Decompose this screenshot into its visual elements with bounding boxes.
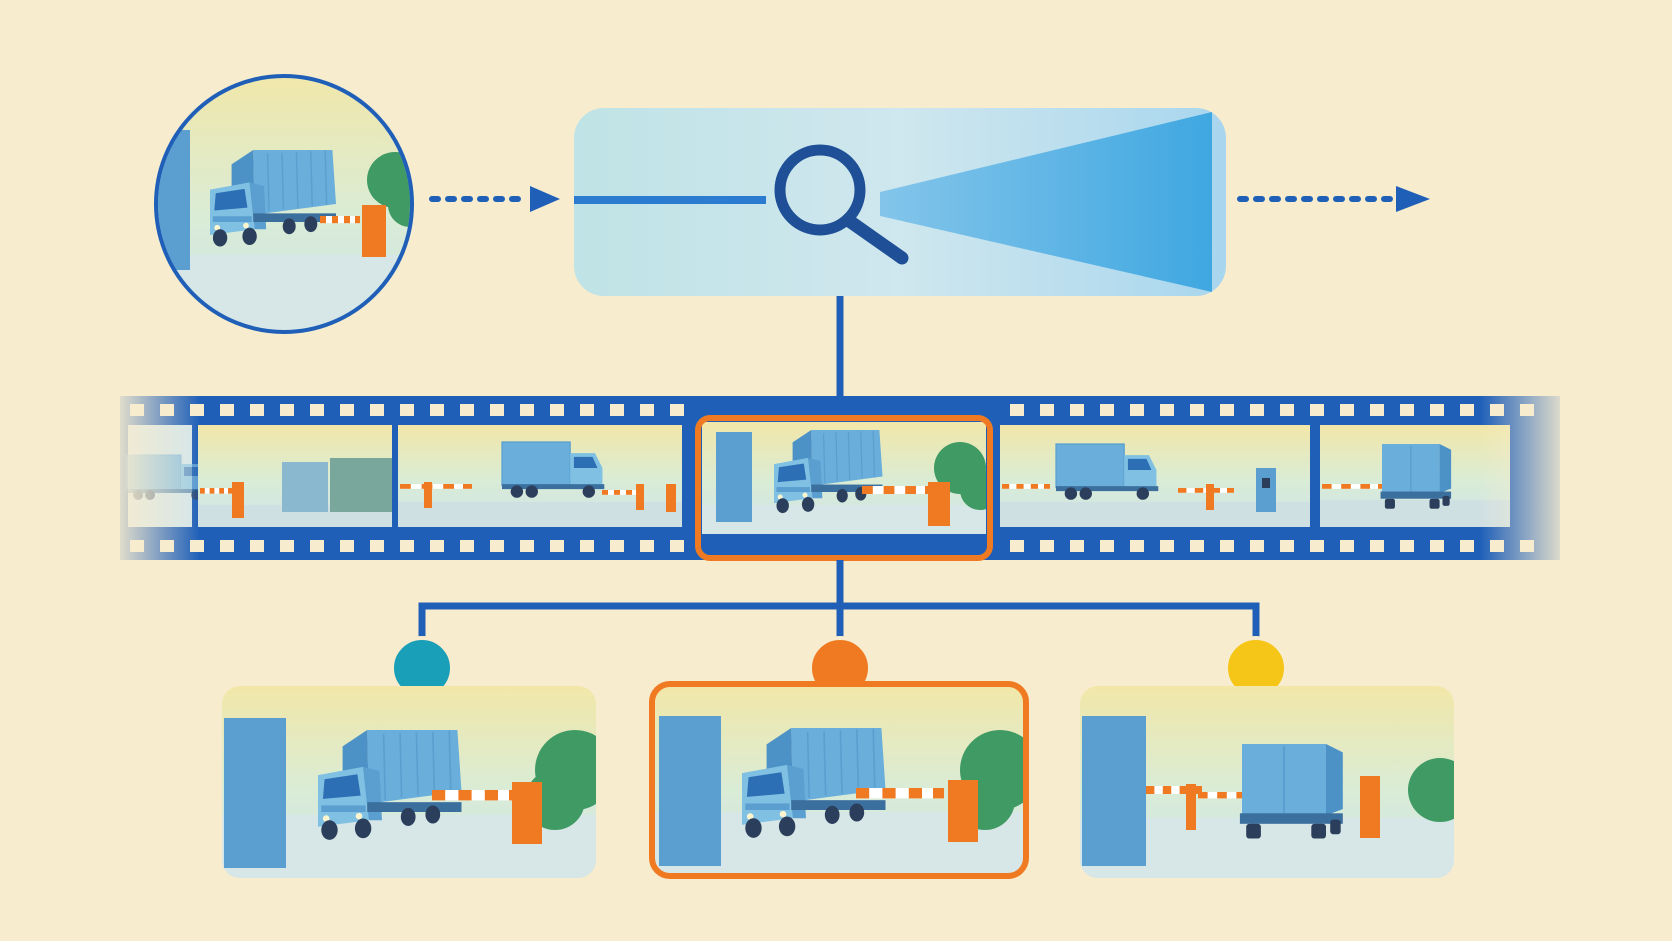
magnifier-icon (774, 144, 909, 265)
film-frame-4 (1000, 425, 1310, 527)
search-module (574, 108, 1226, 296)
film-frame-5 (1320, 425, 1510, 527)
film-frame-2 (398, 425, 682, 527)
film-frame-3-selected (695, 415, 993, 561)
result-card-1 (222, 636, 596, 878)
results-connector (418, 560, 1260, 646)
search-output-arrow (1237, 186, 1430, 212)
film-strip (110, 390, 1572, 566)
result-card-2-selected (649, 636, 1029, 879)
result-card-3 (1080, 636, 1454, 878)
query-to-search-arrow (429, 186, 560, 212)
query-image (154, 74, 414, 334)
film-frame-1 (198, 425, 392, 527)
